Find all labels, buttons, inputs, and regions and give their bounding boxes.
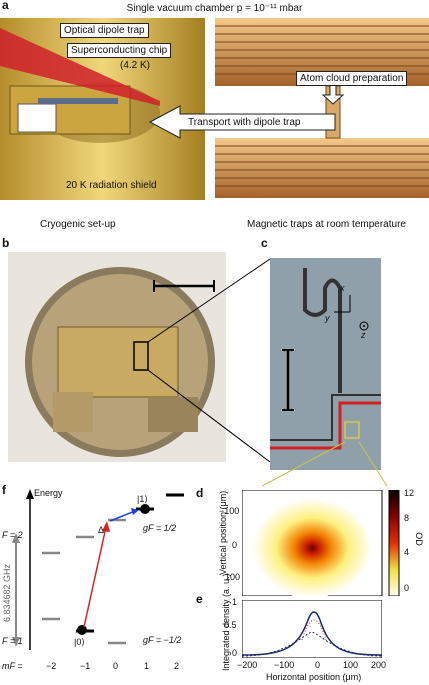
f1-label: F = 1 bbox=[2, 636, 23, 646]
panel-b-photo bbox=[8, 252, 226, 462]
panel-a-illustration bbox=[0, 18, 429, 200]
mf-tick: −2 bbox=[46, 661, 57, 671]
panel-label-a: a bbox=[2, 0, 9, 12]
freq-label: 6.834682 GHz bbox=[2, 563, 13, 623]
shield-label: 20 K radiation shield bbox=[66, 180, 157, 191]
mw-transition bbox=[83, 526, 107, 628]
cb-tick: 4 bbox=[404, 547, 410, 557]
mf-label: mF = bbox=[2, 661, 23, 671]
e-ylabel: Integrated density (a. u.) bbox=[221, 573, 231, 671]
vacuum-title: Single vacuum chamber p = 10⁻¹¹ mbar bbox=[126, 3, 303, 14]
panel-d-image bbox=[242, 490, 400, 596]
zoom-lines bbox=[147, 258, 271, 462]
superconducting-chip bbox=[38, 98, 118, 104]
e-xtick: 0 bbox=[315, 660, 321, 670]
cb-tick: 0 bbox=[404, 583, 410, 593]
e-ytick: 1 bbox=[232, 597, 238, 607]
transport-label: Transport with dipole trap bbox=[188, 117, 301, 128]
connector-block bbox=[53, 392, 93, 432]
caption-magnetic: Magnetic traps at room temperature bbox=[247, 219, 406, 230]
panel-label-c: c bbox=[261, 236, 268, 250]
mf-tick: 0 bbox=[113, 661, 119, 671]
cb-tick: 12 bbox=[404, 488, 415, 498]
atom-prep-label: Atom cloud preparation bbox=[296, 71, 408, 86]
red-wire bbox=[270, 401, 381, 450]
caption-cryogenic: Cryogenic set-up bbox=[40, 219, 116, 230]
f2-label: F = 2 bbox=[2, 530, 23, 540]
mf-tick: 2 bbox=[174, 661, 180, 671]
delta-label: Δ bbox=[98, 525, 105, 535]
rf-transition bbox=[109, 510, 136, 522]
ket0-label: |0⟩ bbox=[74, 637, 85, 647]
chip-temperature: (4.2 K) bbox=[120, 60, 151, 71]
profile-data bbox=[301, 619, 327, 641]
zoom-box-c bbox=[344, 421, 360, 439]
d-ytick: 0 bbox=[232, 540, 238, 550]
axis-z-label: z bbox=[361, 330, 366, 340]
mf-tick: −1 bbox=[80, 661, 91, 671]
e-xtick: −200 bbox=[237, 660, 258, 670]
cb-tick: 8 bbox=[404, 513, 410, 523]
panel-f-diagram bbox=[12, 489, 184, 650]
chip-trace bbox=[303, 268, 342, 393]
mf-tick: 1 bbox=[144, 661, 150, 671]
d-ytick: 100 bbox=[225, 572, 241, 582]
e-ytick: 0.5 bbox=[224, 620, 237, 630]
e-xtick: 200 bbox=[371, 660, 387, 670]
cb-label: OD bbox=[413, 532, 424, 546]
zoom-lines-c bbox=[261, 441, 388, 487]
lower-coil-stack bbox=[215, 138, 429, 198]
e-xlabel: Horizontal position (μm) bbox=[266, 672, 362, 682]
panel-label-e: e bbox=[196, 592, 203, 606]
e-ytick: 0 bbox=[232, 648, 238, 658]
e-xtick: 100 bbox=[343, 660, 359, 670]
d-ytick: −100 bbox=[219, 506, 240, 516]
e-xtick: −100 bbox=[274, 660, 295, 670]
axis-y-label: y bbox=[325, 313, 330, 323]
gf-lower: gF = −1/2 bbox=[143, 635, 182, 645]
axis-x-label: x bbox=[340, 283, 345, 293]
ket1-label: |1⟩ bbox=[137, 494, 148, 504]
panel-label-b: b bbox=[2, 236, 10, 250]
atom-cloud bbox=[250, 498, 370, 596]
dipole-trap-label: Optical dipole trap bbox=[60, 23, 149, 38]
transport-arrow bbox=[148, 105, 336, 139]
panel-label-f: f bbox=[2, 483, 6, 497]
panel-label-d: d bbox=[196, 486, 204, 500]
dipole-laser-beam bbox=[0, 28, 160, 106]
colorbar bbox=[388, 490, 400, 596]
panel-c-micrograph bbox=[270, 258, 381, 470]
energy-label: Energy bbox=[34, 488, 63, 498]
chip-label: Superconducting chip bbox=[67, 43, 172, 58]
gf-upper: gF = 1/2 bbox=[143, 523, 177, 533]
holder-window bbox=[17, 103, 57, 133]
chip-board bbox=[57, 326, 179, 398]
zoom-box-b bbox=[133, 341, 149, 371]
panel-e-plot bbox=[242, 600, 382, 658]
profile-fit bbox=[242, 611, 382, 656]
